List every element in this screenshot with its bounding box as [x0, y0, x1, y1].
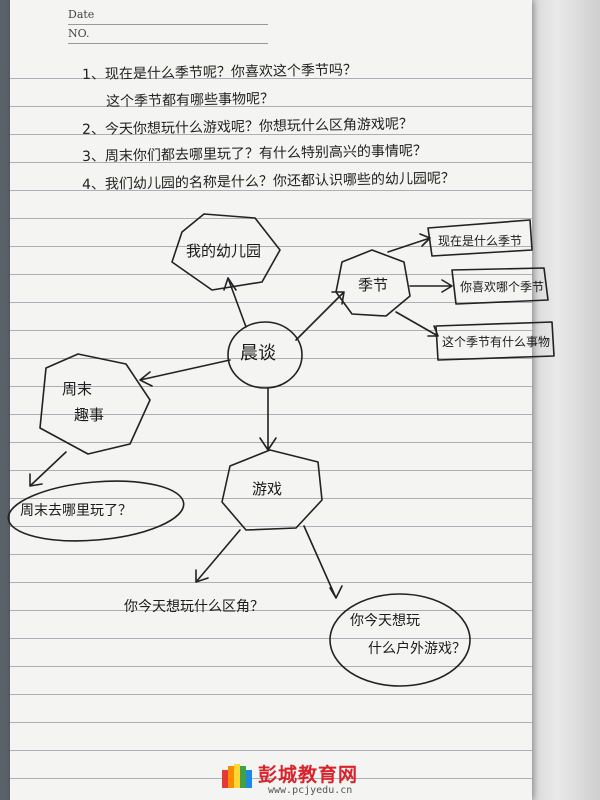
- watermark-url: www.pcjyedu.cn: [268, 785, 353, 796]
- arrow-center-weekend: [139, 359, 231, 387]
- page-header: Date NO.: [68, 6, 268, 44]
- weekend-node-label-2: 趣事: [74, 406, 105, 424]
- date-label: Date: [68, 6, 268, 25]
- weekend-child-label: 周末去哪里玩了？: [20, 503, 132, 519]
- game-node-shape: [221, 449, 323, 531]
- game-child-2-label-line1: 你今天想玩: [350, 613, 420, 629]
- kindergarten-node-shape: [171, 213, 281, 291]
- weekend-node-label-1: 周末: [62, 380, 93, 398]
- arrow-center-game: [259, 387, 277, 451]
- game-child-1-label: 你今天想玩什么区角？: [124, 599, 264, 615]
- book-logo-icon: [222, 764, 252, 788]
- watermark-site-name: 彭城教育网: [258, 764, 359, 786]
- kindergarten-node-label: 我的幼儿园: [186, 242, 262, 260]
- season-child-1-box: [427, 219, 533, 257]
- watermark: 彭城教育网 www.pcjyedu.cn: [222, 760, 402, 800]
- arrow-game-child1: [195, 529, 241, 583]
- no-label: NO.: [68, 25, 268, 44]
- season-child-2-box: [451, 267, 549, 305]
- season-node-shape: [335, 249, 411, 317]
- center-node-shape: [227, 321, 303, 389]
- game-child-2-shape: [329, 593, 471, 687]
- weekend-node-shape: [39, 353, 151, 455]
- notebook-page: Date NO. 1、现在是什么季节呢？你喜欢这个季节吗？ 这个季节都有哪些事物…: [10, 0, 532, 800]
- arrow-weekend-child: [29, 451, 67, 487]
- arrow-center-season: [295, 291, 345, 341]
- arrow-season-child3: [395, 311, 439, 337]
- season-child-3-label: 这个季节有什么事物: [442, 335, 551, 349]
- arrow-center-kindergarten: [223, 277, 247, 328]
- center-node-label: 晨谈: [240, 343, 276, 364]
- season-child-3-box: [435, 321, 555, 361]
- season-node-label: 季节: [358, 276, 389, 294]
- arrow-game-child2: [303, 525, 343, 599]
- arrow-season-child1: [387, 233, 431, 253]
- season-child-1-label: 现在是什么季节: [438, 234, 523, 248]
- arrow-season-child2: [409, 279, 453, 293]
- desk-background: [528, 0, 600, 800]
- weekend-child-shape: [7, 480, 185, 542]
- game-child-2-label-line2: 什么户外游戏？: [368, 641, 466, 657]
- game-node-label: 游戏: [252, 480, 283, 498]
- season-child-2-label: 你喜欢哪个季节: [460, 280, 545, 294]
